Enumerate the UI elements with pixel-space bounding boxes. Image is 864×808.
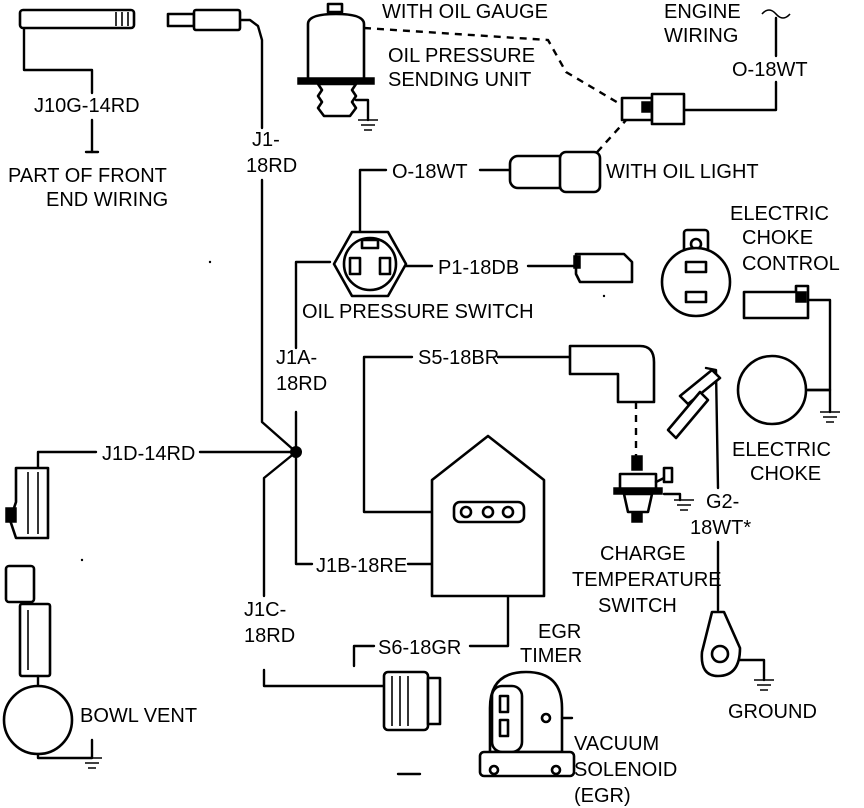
ground-terminal	[700, 610, 774, 691]
label-j1d-14rd: J1D-14RD	[102, 443, 195, 465]
label-j10g-14rd: J10G-14RD	[34, 95, 140, 117]
j1d-connector	[5, 466, 50, 540]
label-g2-18wt: G2-	[706, 491, 739, 513]
electric-choke-control	[660, 228, 732, 318]
label-s5-18br: S5-18BR	[418, 347, 499, 369]
front-end-connector	[18, 8, 136, 30]
label-o-18wt-center: O-18WT	[392, 161, 468, 183]
label-electric-choke-control: ELECTRIC	[730, 203, 829, 225]
label-charge-temperature-switch: TEMPERATURE	[572, 569, 722, 591]
label-with-oil-gauge: WITH OIL GAUGE	[382, 1, 548, 23]
label-j1b-18re: J1B-18RE	[316, 555, 407, 577]
ground-symbol	[820, 411, 840, 423]
ground-symbol	[754, 679, 774, 691]
label-g2-18wt: 18WT*	[690, 517, 751, 539]
wire-j1d-14rd	[36, 450, 298, 470]
ground-symbol	[82, 757, 102, 769]
label-part-of-front-end-wiring: END WIRING	[46, 189, 168, 211]
g2-connector	[666, 368, 722, 440]
s5-connector	[568, 344, 656, 404]
wire-o-18wt-right	[678, 16, 778, 112]
label-charge-temperature-switch: CHARGE	[600, 543, 686, 565]
engine-wiring-connector	[620, 92, 686, 126]
label-electric-choke-control: CONTROL	[742, 253, 840, 275]
electric-choke-connector	[742, 284, 810, 320]
wire-g2-18wt	[704, 366, 720, 612]
label-j1-18rd: J1-	[252, 129, 280, 151]
wire-j1-18rd	[236, 18, 298, 454]
wire-s5-18br	[362, 355, 572, 514]
bowl-vent	[2, 564, 102, 769]
label-vacuum-solenoid: VACUUM	[574, 733, 659, 755]
label-vacuum-solenoid: (EGR)	[574, 785, 631, 807]
electric-choke	[736, 354, 840, 426]
label-vacuum-solenoid: SOLENOID	[574, 759, 677, 781]
j1-plug	[166, 8, 242, 32]
label-egr-timer: TIMER	[520, 645, 582, 667]
wire-break-mark	[761, 9, 791, 19]
labels: WITH OIL GAUGE ENGINE WIRING O-18WT OIL …	[8, 1, 840, 807]
dashed-wire-oil-light	[589, 117, 629, 161]
junction-dot	[290, 446, 302, 458]
label-j1a-18rd: J1A-	[276, 347, 317, 369]
label-p1-18db: P1-18DB	[438, 257, 519, 279]
p1-connector	[573, 252, 634, 284]
vacuum-solenoid	[396, 670, 576, 778]
label-engine-wiring: WIRING	[664, 25, 738, 47]
wire-o-18wt-center	[358, 168, 512, 234]
label-j1a-18rd: 18RD	[276, 373, 327, 395]
label-oil-pressure-switch: OIL PRESSURE SWITCH	[302, 301, 534, 323]
wire-j10g-14rd	[22, 24, 94, 154]
s6-connector	[382, 670, 442, 732]
label-oil-pressure-sending-unit: OIL PRESSURE	[388, 45, 535, 67]
label-electric-choke-control: CHOKE	[742, 227, 813, 249]
charge-temperature-switch	[613, 455, 694, 523]
label-o-18wt-right: O-18WT	[732, 59, 808, 81]
label-j1-18rd: 18RD	[246, 155, 297, 177]
ground-symbol	[674, 499, 694, 511]
egr-timer	[430, 434, 546, 598]
label-j1c-18rd: J1C-	[244, 599, 286, 621]
label-with-oil-light: WITH OIL LIGHT	[606, 161, 759, 183]
label-electric-choke: CHOKE	[750, 463, 821, 485]
label-ground: GROUND	[728, 701, 817, 723]
wires	[22, 9, 832, 688]
label-s6-18gr: S6-18GR	[378, 637, 461, 659]
label-egr-timer: EGR	[538, 621, 581, 643]
oil-pressure-switch	[332, 230, 408, 298]
label-charge-temperature-switch: SWITCH	[598, 595, 677, 617]
oil-light-connector	[508, 150, 602, 194]
label-bowl-vent: BOWL VENT	[80, 705, 197, 727]
ground-symbol	[358, 119, 378, 131]
dashed-wire-oil-gauge	[363, 26, 621, 106]
label-engine-wiring: ENGINE	[664, 1, 741, 23]
label-oil-pressure-sending-unit: SENDING UNIT	[388, 69, 531, 91]
label-electric-choke: ELECTRIC	[732, 439, 831, 461]
label-part-of-front-end-wiring: PART OF FRONT	[8, 165, 167, 187]
print-specks	[80, 260, 606, 562]
label-j1c-18rd: 18RD	[244, 625, 295, 647]
wire-electric-choke	[806, 298, 832, 392]
oil-pressure-sending-unit	[297, 2, 378, 131]
wire-j1a-18rd	[294, 260, 332, 454]
wire-j1c-18rd	[262, 450, 387, 688]
